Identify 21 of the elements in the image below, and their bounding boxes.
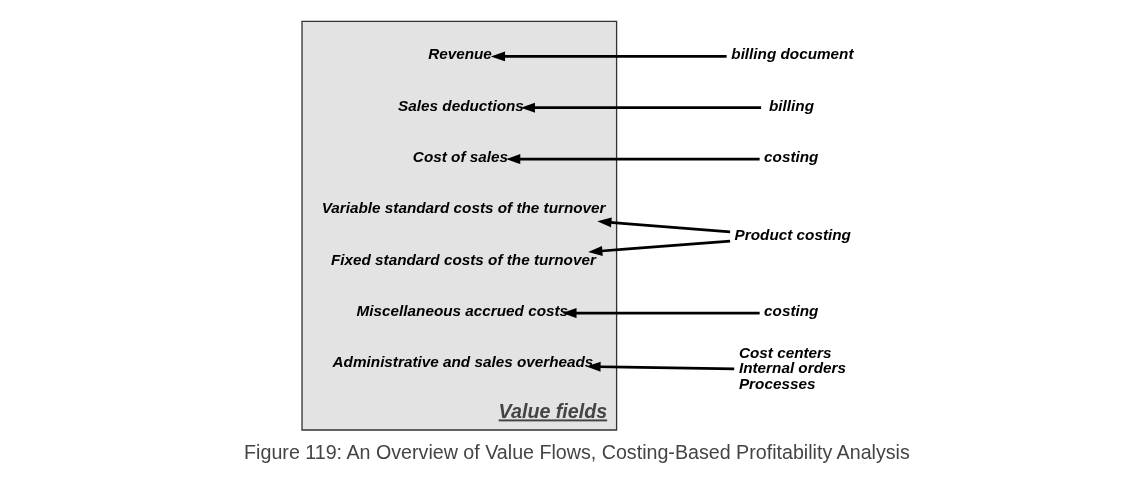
arrow [505,154,760,165]
node-text: Fixed standard costs of the turnover [330,250,596,268]
node-text: Administrative and sales overheads [332,353,593,371]
node-text: billing [768,96,814,114]
arrow [520,102,761,113]
node-text: Product costing [734,225,851,243]
node-text: Miscellaneous accrued costs [356,302,568,320]
node-text: Cost centers Internal orders Processes [738,344,846,392]
node-text: Variable standard costs of the turnover [321,199,606,217]
node-text: Sales deductions [397,96,524,114]
arrow [585,361,734,372]
arrow [596,217,730,234]
node-text: costing [763,148,818,166]
node-text: Cost of sales [412,148,508,166]
arrow [490,51,727,62]
node-text: Revenue [427,45,492,63]
arrow [561,308,760,319]
node-text: billing document [730,45,854,63]
node-text: costing [763,302,818,320]
caption: Figure 119: An Overview of Value Flows, Costing-Based Profitability Analysis [243,440,910,463]
arrow [587,239,730,256]
